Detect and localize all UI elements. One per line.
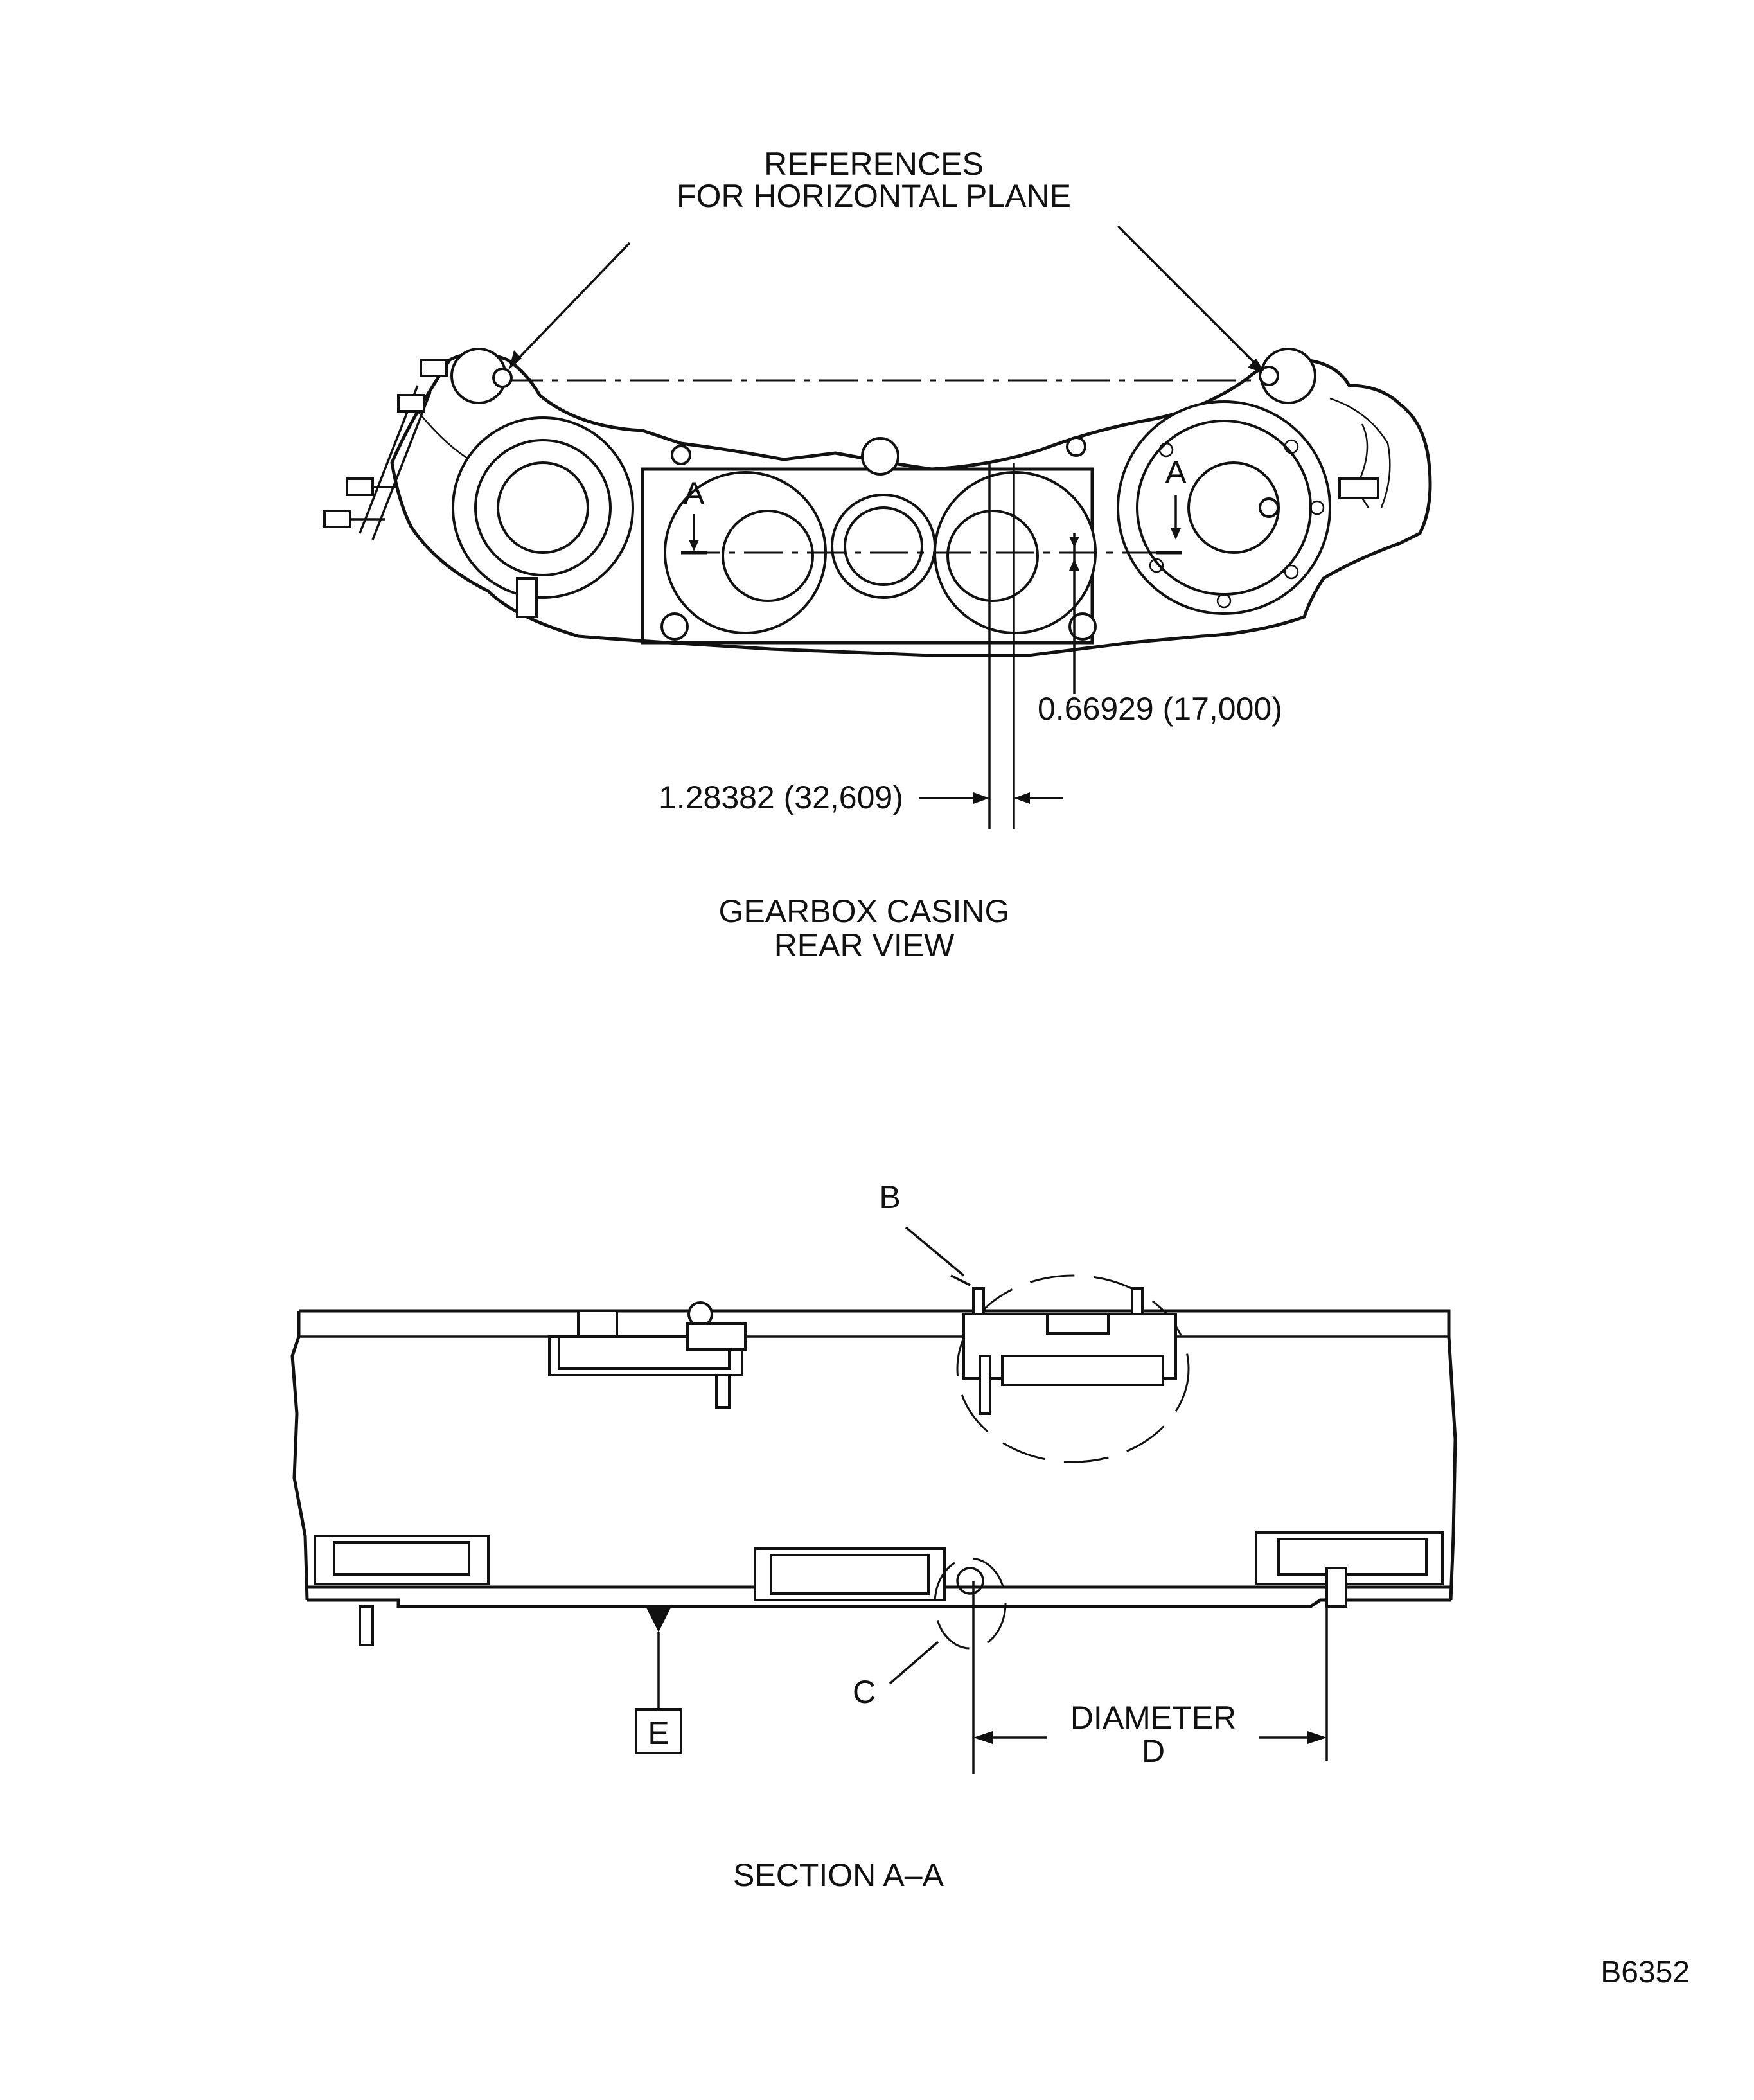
diameter-dimension <box>972 1581 1328 1774</box>
section-body-outline <box>299 1309 1457 1601</box>
diameter-label: DIAMETER <box>1070 1700 1236 1736</box>
diameter-d-label: D <box>1142 1733 1165 1769</box>
datum-e-label: E <box>648 1715 669 1751</box>
references-label-line1: REFERENCES <box>764 146 984 182</box>
dimension-lines <box>919 463 1079 829</box>
dim-vertical-label: 0.66929 (17,000) <box>1038 691 1282 727</box>
datum-e-box <box>635 1708 682 1754</box>
top-caption-line2: REAR VIEW <box>774 927 955 963</box>
left-reference-hole <box>492 368 513 388</box>
upper-left-boss <box>548 1301 747 1409</box>
figure-id: B6352 <box>1600 1955 1690 1989</box>
detail-c-label: C <box>853 1674 876 1710</box>
detail-b-leader <box>905 1226 965 1277</box>
datum-triangle <box>646 1606 671 1632</box>
gearbox-rear-view: REFERENCES FOR HORIZONTAL PLANE <box>323 146 1432 963</box>
section-marker-left: A <box>683 476 705 512</box>
detail-b <box>950 1274 1190 1463</box>
left-bore <box>452 416 634 618</box>
lower-wall <box>307 1531 1451 1646</box>
detail-c-circle <box>934 1557 1007 1650</box>
section-caption: SECTION A–A <box>733 1857 944 1893</box>
section-marker-right: A <box>1165 454 1187 490</box>
detail-c-leader <box>889 1641 939 1685</box>
reference-leaders <box>509 225 1266 374</box>
section-a-a-view: B E C <box>290 1179 1457 1893</box>
right-flange <box>1066 400 1379 615</box>
references-label-line2: FOR HORIZONTAL PLANE <box>677 178 1071 214</box>
right-reference-hole <box>1259 366 1279 386</box>
left-studs <box>323 359 448 540</box>
top-caption-line1: GEARBOX CASING <box>719 893 1010 929</box>
dim-horizontal-label: 1.28382 (32,609) <box>659 779 903 815</box>
detail-b-label: B <box>879 1179 900 1215</box>
